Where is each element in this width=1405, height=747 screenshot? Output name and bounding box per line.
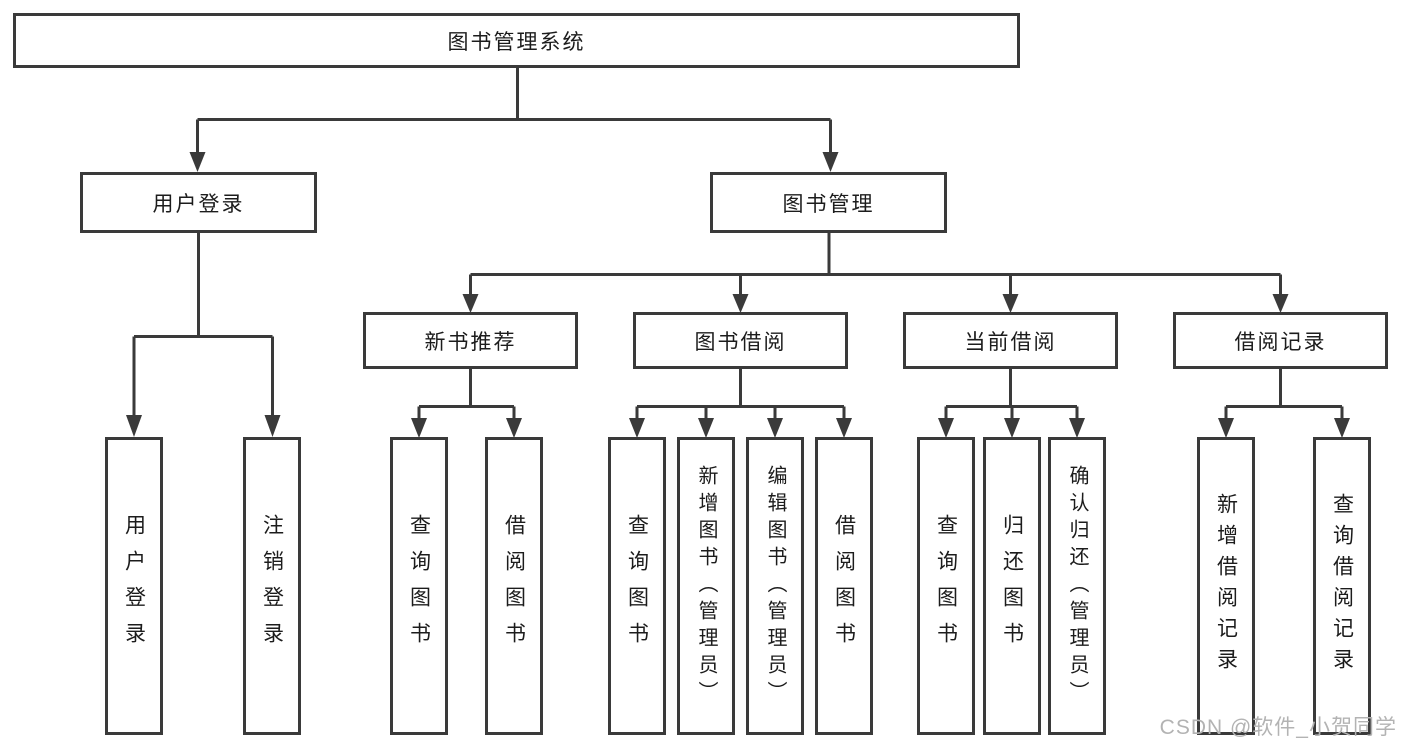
leaf-add-books-admin: 新增图书（管理员） [677, 437, 735, 735]
leaf-borrow-books-recommend-label: 借阅图书 [502, 514, 526, 658]
node-new-book-recommend: 新书推荐 [363, 312, 578, 369]
node-current-borrow-label: 当前借阅 [964, 330, 1057, 354]
leaf-add-books-admin-label: 新增图书（管理员） [695, 464, 717, 708]
csdn-watermark: CSDN @软件_小贺同学 [1159, 716, 1397, 739]
leaf-borrow-books-recommend: 借阅图书 [485, 437, 543, 735]
leaf-return-books-label: 归还图书 [1000, 514, 1024, 658]
node-root-system: 图书管理系统 [13, 13, 1020, 68]
node-book-borrow: 图书借阅 [633, 312, 848, 369]
node-borrow-records-label: 借阅记录 [1234, 330, 1327, 354]
leaf-query-books-current: 查询图书 [917, 437, 975, 735]
leaf-confirm-return-admin-label: 确认归还（管理员） [1066, 464, 1088, 708]
leaf-query-borrow-record: 查询借阅记录 [1313, 437, 1371, 735]
leaf-query-books-recommend-label: 查询图书 [407, 514, 431, 658]
connector-user-login-children [126, 231, 281, 437]
leaf-confirm-return-admin: 确认归还（管理员） [1048, 437, 1106, 735]
node-book-management: 图书管理 [710, 172, 947, 233]
connector-book-management-children [462, 231, 1289, 313]
leaf-borrow-books-label: 借阅图书 [832, 514, 856, 658]
leaf-logout: 注销登录 [243, 437, 301, 735]
leaf-query-books-recommend: 查询图书 [390, 437, 448, 735]
leaf-user-login: 用户登录 [105, 437, 163, 735]
leaf-edit-books-admin: 编辑图书（管理员） [746, 437, 804, 735]
leaf-add-borrow-record-label: 新增借阅记录 [1214, 493, 1238, 679]
connector-new-book-children [411, 367, 522, 438]
node-book-management-label: 图书管理 [782, 192, 875, 216]
connector-borrow-records-children [1218, 367, 1350, 438]
connector-root-to-level2 [189, 66, 839, 172]
node-user-login-label: 用户登录 [152, 192, 245, 216]
node-user-login: 用户登录 [80, 172, 317, 233]
leaf-logout-label: 注销登录 [260, 514, 284, 658]
node-book-borrow-label: 图书借阅 [694, 330, 787, 354]
leaf-edit-books-admin-label: 编辑图书（管理员） [764, 464, 786, 708]
leaf-user-login-label: 用户登录 [122, 514, 146, 658]
leaf-query-borrow-record-label: 查询借阅记录 [1330, 493, 1354, 679]
node-current-borrow: 当前借阅 [903, 312, 1118, 369]
node-root-label: 图书管理系统 [447, 30, 586, 54]
node-new-book-recommend-label: 新书推荐 [424, 330, 517, 354]
leaf-return-books: 归还图书 [983, 437, 1041, 735]
leaf-add-borrow-record: 新增借阅记录 [1197, 437, 1255, 735]
connector-book-borrow-children [629, 367, 852, 438]
node-borrow-records: 借阅记录 [1173, 312, 1388, 369]
leaf-query-books-borrow: 查询图书 [608, 437, 666, 735]
connector-current-borrow-children [938, 367, 1085, 438]
leaf-borrow-books: 借阅图书 [815, 437, 873, 735]
leaf-query-books-current-label: 查询图书 [934, 514, 958, 658]
leaf-query-books-borrow-label: 查询图书 [625, 514, 649, 658]
